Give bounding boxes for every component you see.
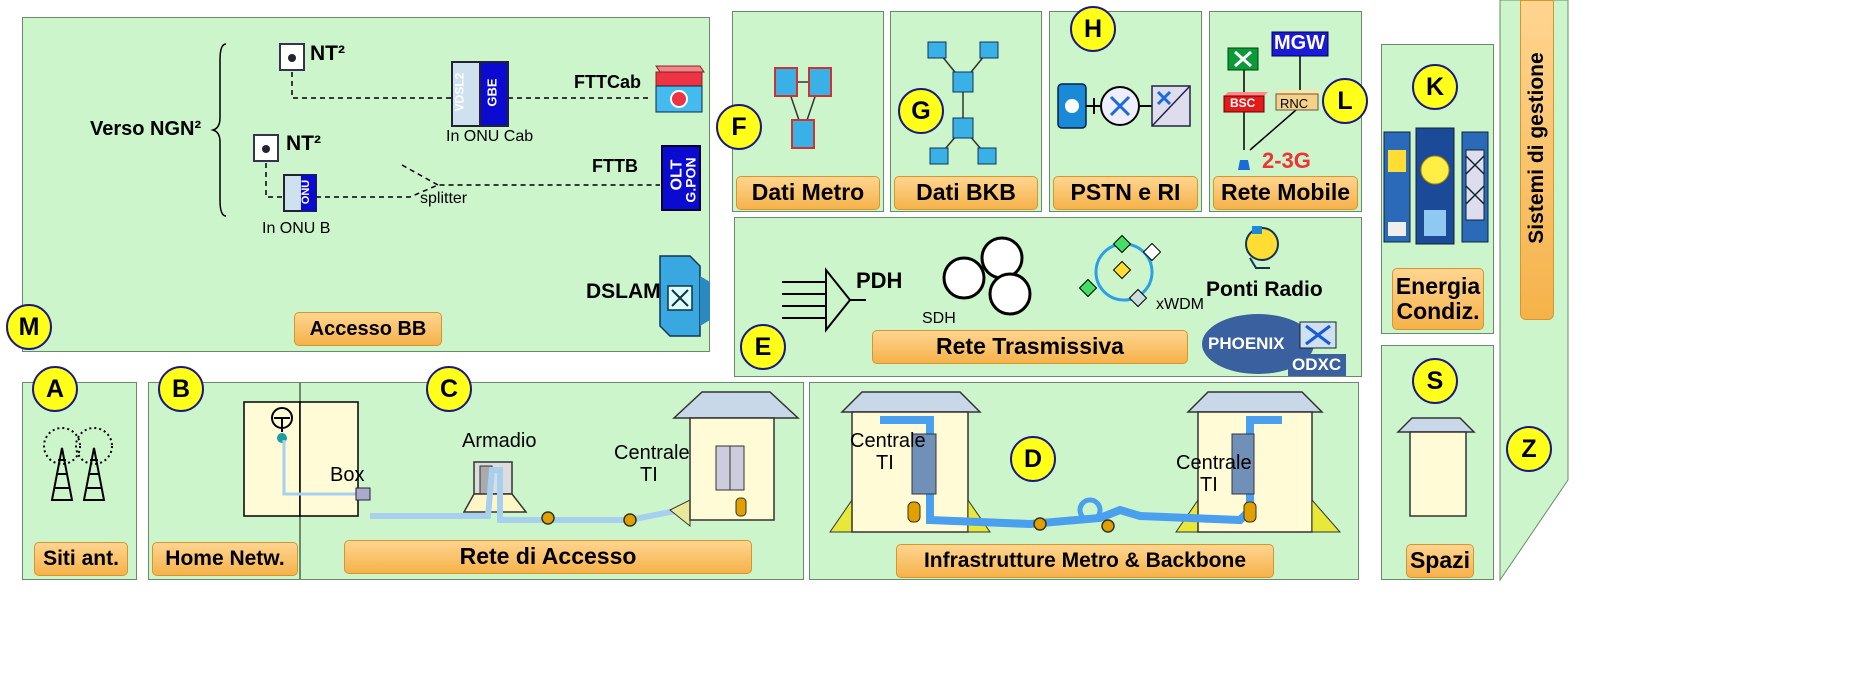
bsc-label: BSC [1230,96,1256,110]
label-home: Home Netw. [152,542,298,576]
label-energia: Energia Condiz. [1392,268,1484,330]
circle-m: M [6,304,52,350]
phoenix-ellipse [1202,314,1314,374]
label-dati-metro: Dati Metro [736,176,880,210]
fttcab-label: FTTCab [574,72,641,92]
onu-label: ONU [300,179,313,205]
sdh-label: SDH [922,310,956,327]
label-rete-trasmissiva: Rete Trasmissiva [872,330,1188,364]
armadio-label: Armadio [462,430,537,452]
phoenix-label: PHOENIX [1208,334,1285,353]
dslam-label: DSLAM [586,280,661,303]
label-dati-bkb: Dati BKB [894,176,1038,210]
label-siti: Siti ant. [34,542,128,576]
pstn-icons [1057,83,1191,129]
spazi-house-icon [1396,417,1476,517]
circle-a: A [32,366,78,412]
label-sistemi-gestione [1520,0,1554,320]
centrale-left-label-1: Centrale [850,430,926,452]
circle-z: Z [1506,426,1552,472]
sdh-rings [942,236,1032,316]
label-rete-mobile: Rete Mobile [1213,176,1358,210]
vdsl-label: VDSL2 [452,72,467,112]
onu-cab-caption: In ONU Cab [446,128,534,145]
antenna-towers-icon [43,427,113,501]
circle-f: F [716,104,762,150]
circle-s: S [1412,358,1458,404]
centrale-accesso-label-2: TI [640,464,658,486]
circle-c: C [426,366,472,412]
circle-l: L [1322,78,1368,124]
rnc-label: RNC [1280,96,1309,111]
dati-bkb-network-icon [927,41,999,165]
pdh-label: PDH [856,268,903,293]
label-pstn: PSTN e RI [1053,176,1198,210]
centrale-right-label-1: Centrale [1176,452,1252,474]
nt-mid-label: NT² [286,132,321,155]
odxc-label: ODXC [1292,355,1342,374]
dslam-icon [659,255,710,337]
fttb-label: FTTB [592,156,638,176]
fttcab-switch-icon [655,65,705,113]
verso-ngn-label: Verso NGN² [90,118,202,140]
xwdm-symbol [1078,234,1162,308]
label-rete-accesso: Rete di Accesso [344,540,752,574]
circle-g: G [898,88,944,134]
onu-b-caption: In ONU B [262,220,331,237]
olt-unit [661,145,701,211]
centrale-accesso-label-1: Centrale [614,442,690,464]
circle-h: H [1070,6,1116,52]
box-label: Box [330,464,365,486]
ponti-radio-icon [1245,226,1279,269]
circle-k: K [1412,64,1458,110]
pdh-symbol [782,267,866,333]
olt-label-line2: G.PON [682,157,699,203]
dati-metro-network-icon [774,67,832,149]
energia-icons [1383,127,1489,245]
circle-b: B [158,366,204,412]
centrale-right-label-2: TI [1200,474,1218,496]
circle-e: E [740,324,786,370]
rete-mobile-network-icon [1223,31,1329,170]
ponti-radio-label: Ponti Radio [1206,278,1323,301]
centrale-accesso-building [672,391,800,521]
gbe-unit [479,61,509,127]
label-accesso-bb: Accesso BB [294,312,442,346]
mgw-label: MGW [1274,32,1326,54]
centrale-left-label-2: TI [876,452,894,474]
gbe-label: GBE [484,78,500,107]
box-icon [355,487,371,501]
vdsl-unit [451,61,481,127]
circle-d: D [1010,436,1056,482]
label-infrastrutture: Infrastrutture Metro & Backbone [896,544,1274,578]
sistemi-gestione-text: Sistemi di gestione [1525,52,1548,244]
xwdm-label: xWDM [1156,296,1204,313]
label-spazi: Spazi [1406,544,1474,578]
nt-top-label: NT² [310,42,345,65]
splitter-label: splitter [420,190,468,207]
generation-label: 2-3G [1262,148,1311,173]
